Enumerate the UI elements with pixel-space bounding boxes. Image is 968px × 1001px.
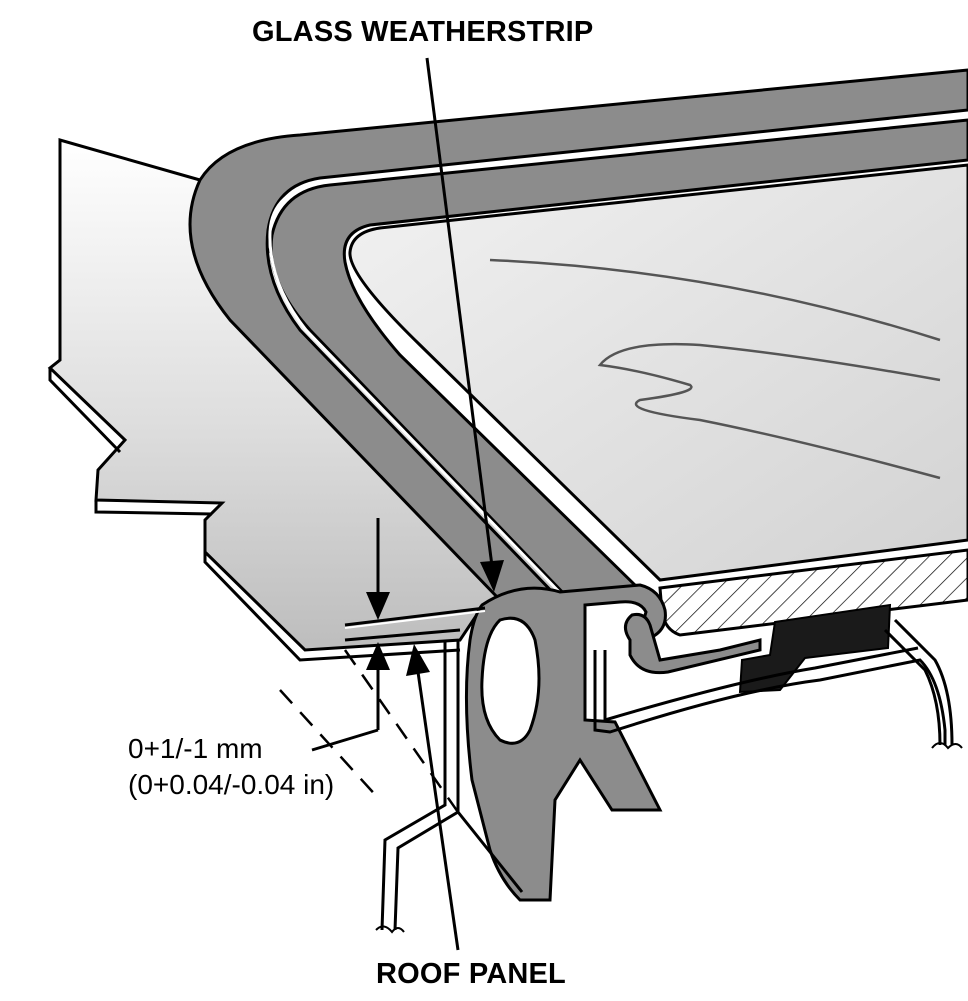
adhesive-seal — [738, 603, 892, 694]
dimension-ref-line-top — [344, 606, 486, 627]
roof-panel-label: ROOF PANEL — [376, 958, 566, 990]
glass-pane — [348, 163, 968, 582]
glass-reflection — [489, 258, 941, 342]
roof-inner-structure — [380, 640, 524, 931]
dimension-arrow-up-head — [366, 642, 390, 670]
flange-torn-edge — [931, 742, 963, 750]
weatherstrip-bulb-hollow — [480, 616, 541, 745]
glass-weatherstrip-arrowhead — [480, 560, 504, 592]
glass-reflection-swirl — [597, 342, 941, 480]
dimension-ref-line-bottom — [344, 628, 461, 642]
dimension-in-label: (0+0.04/-0.04 in) — [128, 769, 335, 800]
hidden-line-2 — [343, 649, 462, 816]
glass-weatherstrip-label: GLASS WEATHERSTRIP — [252, 16, 594, 48]
dimension-ref-line-top-white — [344, 610, 486, 629]
dimension-arrow-down-head — [366, 592, 390, 620]
weatherstrip-outer-band — [188, 68, 968, 602]
dimension-mm-label: 0+1/-1 mm — [128, 733, 263, 764]
weatherstrip-lip — [624, 613, 762, 675]
weatherstrip-highlight — [268, 113, 966, 600]
roof-inner-torn — [375, 925, 405, 934]
body-flange — [593, 646, 947, 745]
roof-panel-leader — [416, 671, 460, 951]
glass-weatherstrip-leader — [425, 57, 494, 567]
dimension-leader — [311, 728, 379, 752]
roof-panel-arrowhead — [406, 644, 430, 676]
body-flange-right — [883, 618, 954, 746]
